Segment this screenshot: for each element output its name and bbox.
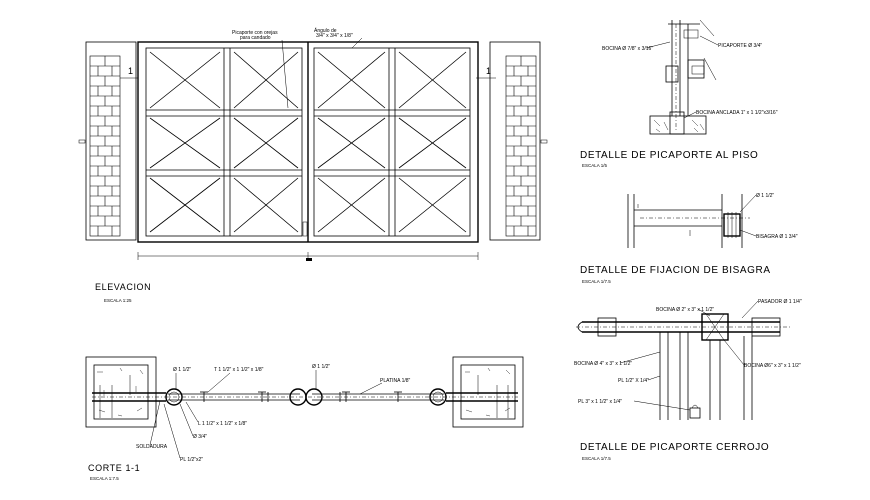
section-mark-right: 1 bbox=[486, 66, 491, 76]
elevation-title: ELEVACION bbox=[95, 282, 151, 292]
elevation-scale: ESCALA 1:25 bbox=[104, 298, 132, 303]
callout-picaporte-line-1: Picaporte con orejas bbox=[232, 30, 278, 36]
callout-picaporte-line-2: para candado bbox=[240, 35, 271, 41]
bolt-detail-scale: ESCALA 1/7.5 bbox=[582, 456, 611, 461]
callout-angulo: Ángulo de 3/4" x 3/4" x 1/8" bbox=[314, 27, 353, 39]
right-column bbox=[489, 41, 541, 241]
callout-angulo-line-1: Ángulo de bbox=[314, 27, 337, 34]
left-brick-pattern bbox=[89, 55, 121, 237]
floor-label-anclaje: BOCINA ANCLADA 1" x 1 1/2"x3/16" bbox=[696, 110, 778, 116]
bolt-label-bocina1: BOCINA Ø 2" x 3" x 1 1/2" bbox=[656, 307, 714, 313]
bolt-label-bocina3: BOCINA Ø6" x 3" x 1 1/2" bbox=[744, 363, 801, 369]
callout-picaporte: Picaporte con orejas para candado bbox=[232, 30, 279, 41]
bolt-label-pl1: PL 1/2" X 1/4" bbox=[618, 378, 649, 384]
right-brick-pattern bbox=[505, 55, 537, 237]
left-leaf-bracing bbox=[146, 48, 302, 236]
section-title: CORTE 1-1 bbox=[88, 463, 140, 473]
padlock bbox=[689, 407, 701, 419]
floor-slab bbox=[649, 115, 707, 135]
bolt-detail-title: DETALLE DE PICAPORTE CERROJO bbox=[580, 442, 769, 453]
section-label-t1: T 1 1/2" x 1 1/2" x 1/8" bbox=[214, 367, 264, 373]
section-label-d1: Ø 1 1/2" bbox=[173, 367, 191, 373]
section-label-soldadura: SOLDADURA bbox=[136, 444, 168, 450]
section-label-d3: Ø 3/4" bbox=[193, 434, 207, 440]
section-label-d2: Ø 1 1/2" bbox=[312, 364, 330, 370]
floor-label-picaporte: PICAPORTE Ø 3/4" bbox=[718, 43, 762, 49]
pipe-left-hinge bbox=[165, 388, 183, 406]
right-leaf-bracing bbox=[314, 48, 470, 236]
detail-floor-latch: BOCINA Ø 7/8" x 3/16" PICAPORTE Ø 3/4" B… bbox=[580, 19, 778, 168]
section-label-platina: PLATINA 1/8" bbox=[380, 378, 411, 384]
floor-detail-title: DETALLE DE PICAPORTE AL PISO bbox=[580, 150, 758, 161]
left-column bbox=[85, 41, 137, 241]
detail-hinge: Ø 1 1/2" BISAGRA Ø 1 3/4" DETALLE DE FIJ… bbox=[580, 193, 798, 284]
section-scale: ESCALA 1:7.5 bbox=[90, 476, 119, 481]
hinge-detail-title: DETALLE DE FIJACION DE BISAGRA bbox=[580, 265, 771, 276]
section-view: Ø 1 1/2" T 1 1/2" x 1 1/2" x 1/8" Ø 1 1/… bbox=[85, 356, 524, 481]
pipe-right-hinge bbox=[429, 388, 447, 406]
right-pier bbox=[452, 356, 524, 428]
floor-detail-scale: ESCALA 1/5 bbox=[582, 163, 608, 168]
detail-bolt: PASADOR Ø 1 1/4" BOCINA Ø 2" x 3" x 1 1/… bbox=[574, 299, 802, 461]
hinge-label-bisagra: BISAGRA Ø 1 3/4" bbox=[756, 234, 798, 240]
latch-bolt bbox=[302, 221, 308, 237]
section-label-l1: L 1 1/2" x 1 1/2" x 1/8" bbox=[198, 421, 247, 427]
elevation-view: 1 1 bbox=[78, 27, 548, 303]
hinge-detail-scale: ESCALA 1/7.5 bbox=[582, 279, 611, 284]
section-mark-left: 1 bbox=[128, 66, 133, 76]
floor-label-bocina: BOCINA Ø 7/8" x 3/16" bbox=[602, 46, 653, 52]
bolt-label-pl2: PL 3" x 1 1/2" x 1/4" bbox=[578, 399, 622, 405]
pipe-center-right bbox=[305, 388, 323, 406]
section-label-pl: PL 1/2"x2" bbox=[180, 457, 203, 463]
callout-angulo-line-2: 3/4" x 3/4" x 1/8" bbox=[316, 33, 353, 39]
left-pier bbox=[85, 356, 157, 428]
bolt-sleeve bbox=[701, 313, 729, 341]
hinge-label-d: Ø 1 1/2" bbox=[756, 193, 774, 199]
bolt-label-pasador: PASADOR Ø 1 1/4" bbox=[758, 299, 802, 305]
bolt-label-bocina2: BOCINA Ø 4" x 3" x 1 1/2" bbox=[574, 361, 632, 367]
